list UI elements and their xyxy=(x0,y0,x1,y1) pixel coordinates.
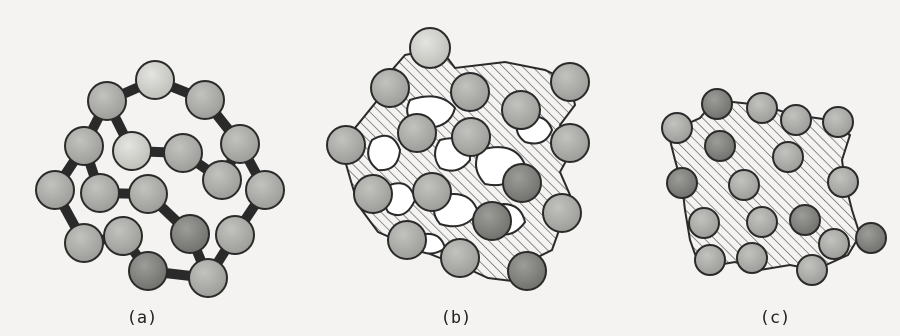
particle xyxy=(103,216,143,256)
particle xyxy=(412,172,452,212)
particle xyxy=(440,238,480,278)
particles-c xyxy=(661,88,887,286)
particle xyxy=(450,72,490,112)
particle xyxy=(694,244,726,276)
particle xyxy=(822,106,854,138)
particle xyxy=(112,131,152,171)
particle xyxy=(170,214,210,254)
particle xyxy=(827,166,859,198)
particle xyxy=(353,174,393,214)
particle xyxy=(736,242,768,274)
particle xyxy=(502,163,542,203)
particle xyxy=(688,207,720,239)
panel-label-c: (c) xyxy=(759,308,791,328)
particle xyxy=(789,204,821,236)
particle xyxy=(451,117,491,157)
particle xyxy=(780,104,812,136)
particle xyxy=(746,92,778,124)
panel-label-b: (b) xyxy=(440,308,472,328)
particle xyxy=(128,251,168,291)
particles-b xyxy=(326,27,590,291)
panel-b-diagram xyxy=(326,27,590,291)
particle xyxy=(387,220,427,260)
particle xyxy=(135,60,175,100)
particle xyxy=(704,130,736,162)
particle xyxy=(64,223,104,263)
panel-c-diagram xyxy=(661,88,887,286)
particle xyxy=(370,68,410,108)
particle xyxy=(796,254,828,286)
panel-a-diagram xyxy=(35,60,285,298)
particle xyxy=(35,170,75,210)
particle xyxy=(87,81,127,121)
particle xyxy=(542,193,582,233)
particle xyxy=(245,170,285,210)
particle xyxy=(397,113,437,153)
particle xyxy=(818,228,850,260)
particle xyxy=(550,62,590,102)
particle xyxy=(188,258,228,298)
particle xyxy=(772,141,804,173)
particles-a xyxy=(35,60,285,298)
particle xyxy=(202,160,242,200)
particle xyxy=(220,124,260,164)
particle xyxy=(215,215,255,255)
particle xyxy=(80,173,120,213)
particle xyxy=(550,123,590,163)
particle xyxy=(666,167,698,199)
particle xyxy=(501,90,541,130)
particle xyxy=(746,206,778,238)
particle xyxy=(128,174,168,214)
panel-label-a: (a) xyxy=(126,308,158,328)
particle xyxy=(472,201,512,241)
particle xyxy=(661,112,693,144)
particle xyxy=(409,27,451,69)
particle xyxy=(326,125,366,165)
particle xyxy=(185,80,225,120)
particle xyxy=(855,222,887,254)
particle xyxy=(728,169,760,201)
particle xyxy=(163,133,203,173)
particle xyxy=(507,251,547,291)
particle xyxy=(701,88,733,120)
particle xyxy=(64,126,104,166)
